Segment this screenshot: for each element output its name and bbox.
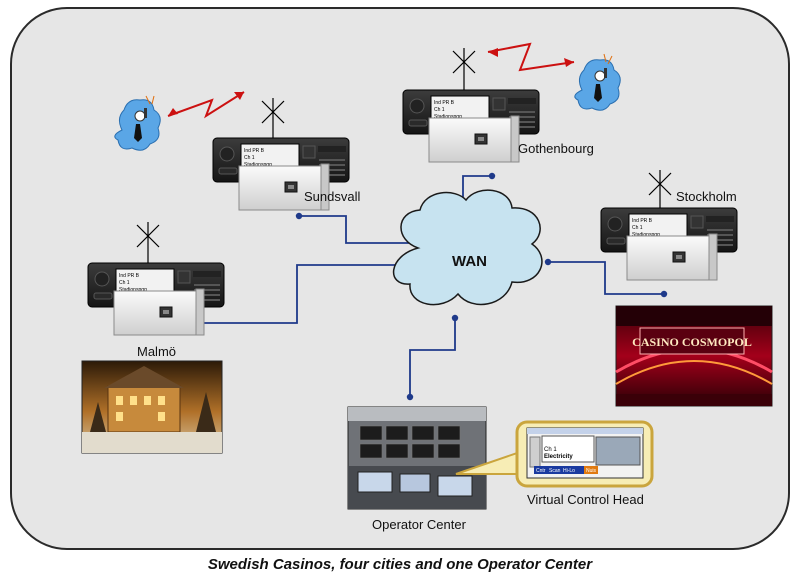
link-malmo (198, 264, 400, 324)
casino-photo-malmo (81, 360, 223, 454)
virtual-control-head: Ch 1 Electricity Cntr Scan Hi-Lo Nuis (515, 420, 654, 488)
network-links (198, 175, 664, 397)
casino-photo-stockholm: CASINO COSMOPOL (615, 305, 773, 407)
casino-sign: CASINO COSMOPOL (632, 335, 752, 349)
rf-wave-gothenbourg (487, 42, 575, 72)
link-operator-center (409, 318, 456, 397)
vch-screen-line-1: Ch 1 (544, 447, 557, 453)
link-gothenbourg (462, 175, 492, 200)
vch-softkey-1: Cntr (536, 468, 546, 474)
signal-sparks-icon (145, 53, 613, 105)
site-label-malmo: Malmö (137, 344, 177, 359)
site-label-gothenbourg: Gothenbourg (518, 141, 594, 156)
site-label-stockholm: Stockholm (676, 189, 737, 204)
link-endpoints (194, 172, 668, 401)
operator-center-label: Operator Center (372, 517, 466, 532)
rf-links (167, 42, 575, 119)
diagram-caption: Swedish Casinos, four cities and one Ope… (207, 556, 593, 573)
vch-softkey-3: Hi-Lo (563, 468, 575, 474)
link-stockholm (548, 261, 664, 295)
vch-softkey-4: Nuis (586, 468, 597, 474)
link-sundsvall (299, 215, 410, 244)
vch-screen-line-2: Electricity (544, 454, 573, 460)
site-label-sundsvall: Sundsvall (304, 189, 361, 204)
wan-cloud (393, 189, 543, 306)
wan-label: WAN (452, 253, 487, 270)
virtual-control-head-label: Virtual Control Head (527, 492, 644, 507)
rf-wave-sundsvall (167, 91, 245, 119)
operator-center-photo (347, 406, 487, 510)
vch-softkey-2: Scan (549, 468, 561, 474)
